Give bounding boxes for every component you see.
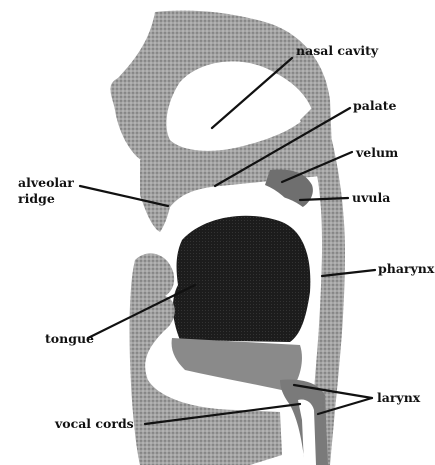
- label-palate: palate: [353, 98, 396, 113]
- label-uvula: uvula: [352, 190, 390, 205]
- label-alveolar: alveolar: [18, 175, 74, 190]
- label-velum: velum: [355, 145, 398, 160]
- label-ridge: ridge: [18, 191, 55, 206]
- label-tongue: tongue: [45, 331, 94, 346]
- label-nasal-cavity: nasal cavity: [296, 43, 379, 58]
- label-larynx: larynx: [377, 390, 421, 405]
- label-pharynx: pharynx: [378, 261, 435, 276]
- label-vocal-cords: vocal cords: [54, 416, 134, 431]
- tongue-body: [173, 216, 310, 342]
